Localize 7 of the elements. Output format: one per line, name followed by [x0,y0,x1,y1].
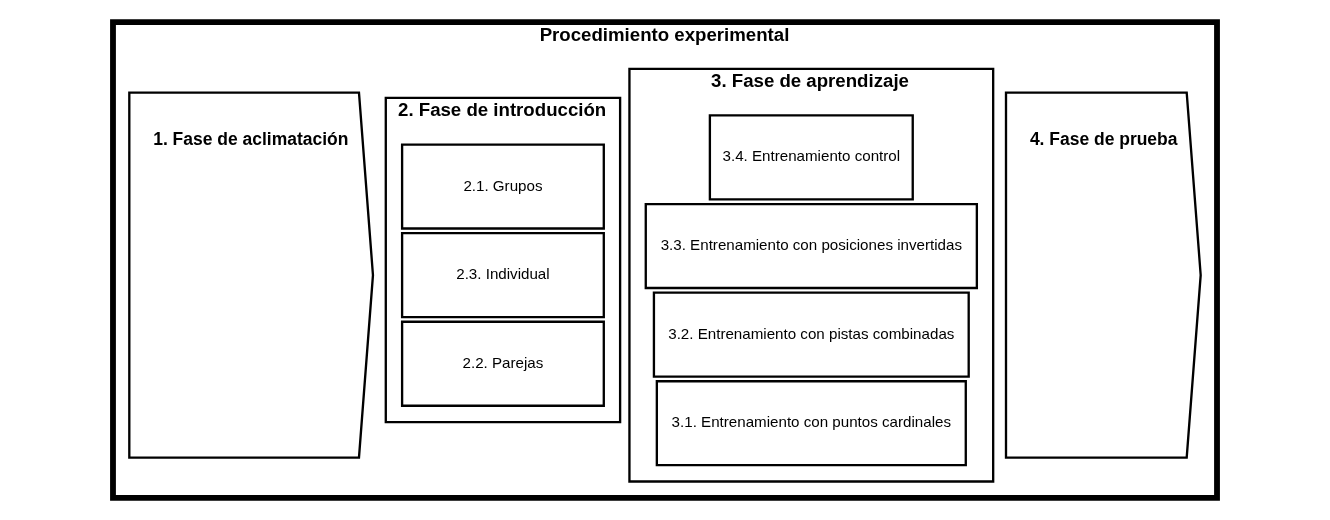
node-box: 2.3. Individual [400,232,605,319]
node-box: 2.1. Grupos [400,143,605,230]
node-box: 3.4. Entrenamiento control [708,114,914,201]
node-box: 3.3. Entrenamiento con posiciones invertidas [644,202,978,290]
node-box: 3.1. Entrenamiento con puntos cardinales [655,380,967,467]
node-box: 3.2. Entrenamiento con pistas combinadas [652,291,970,378]
node-box: 2.2. Parejas [400,320,605,407]
